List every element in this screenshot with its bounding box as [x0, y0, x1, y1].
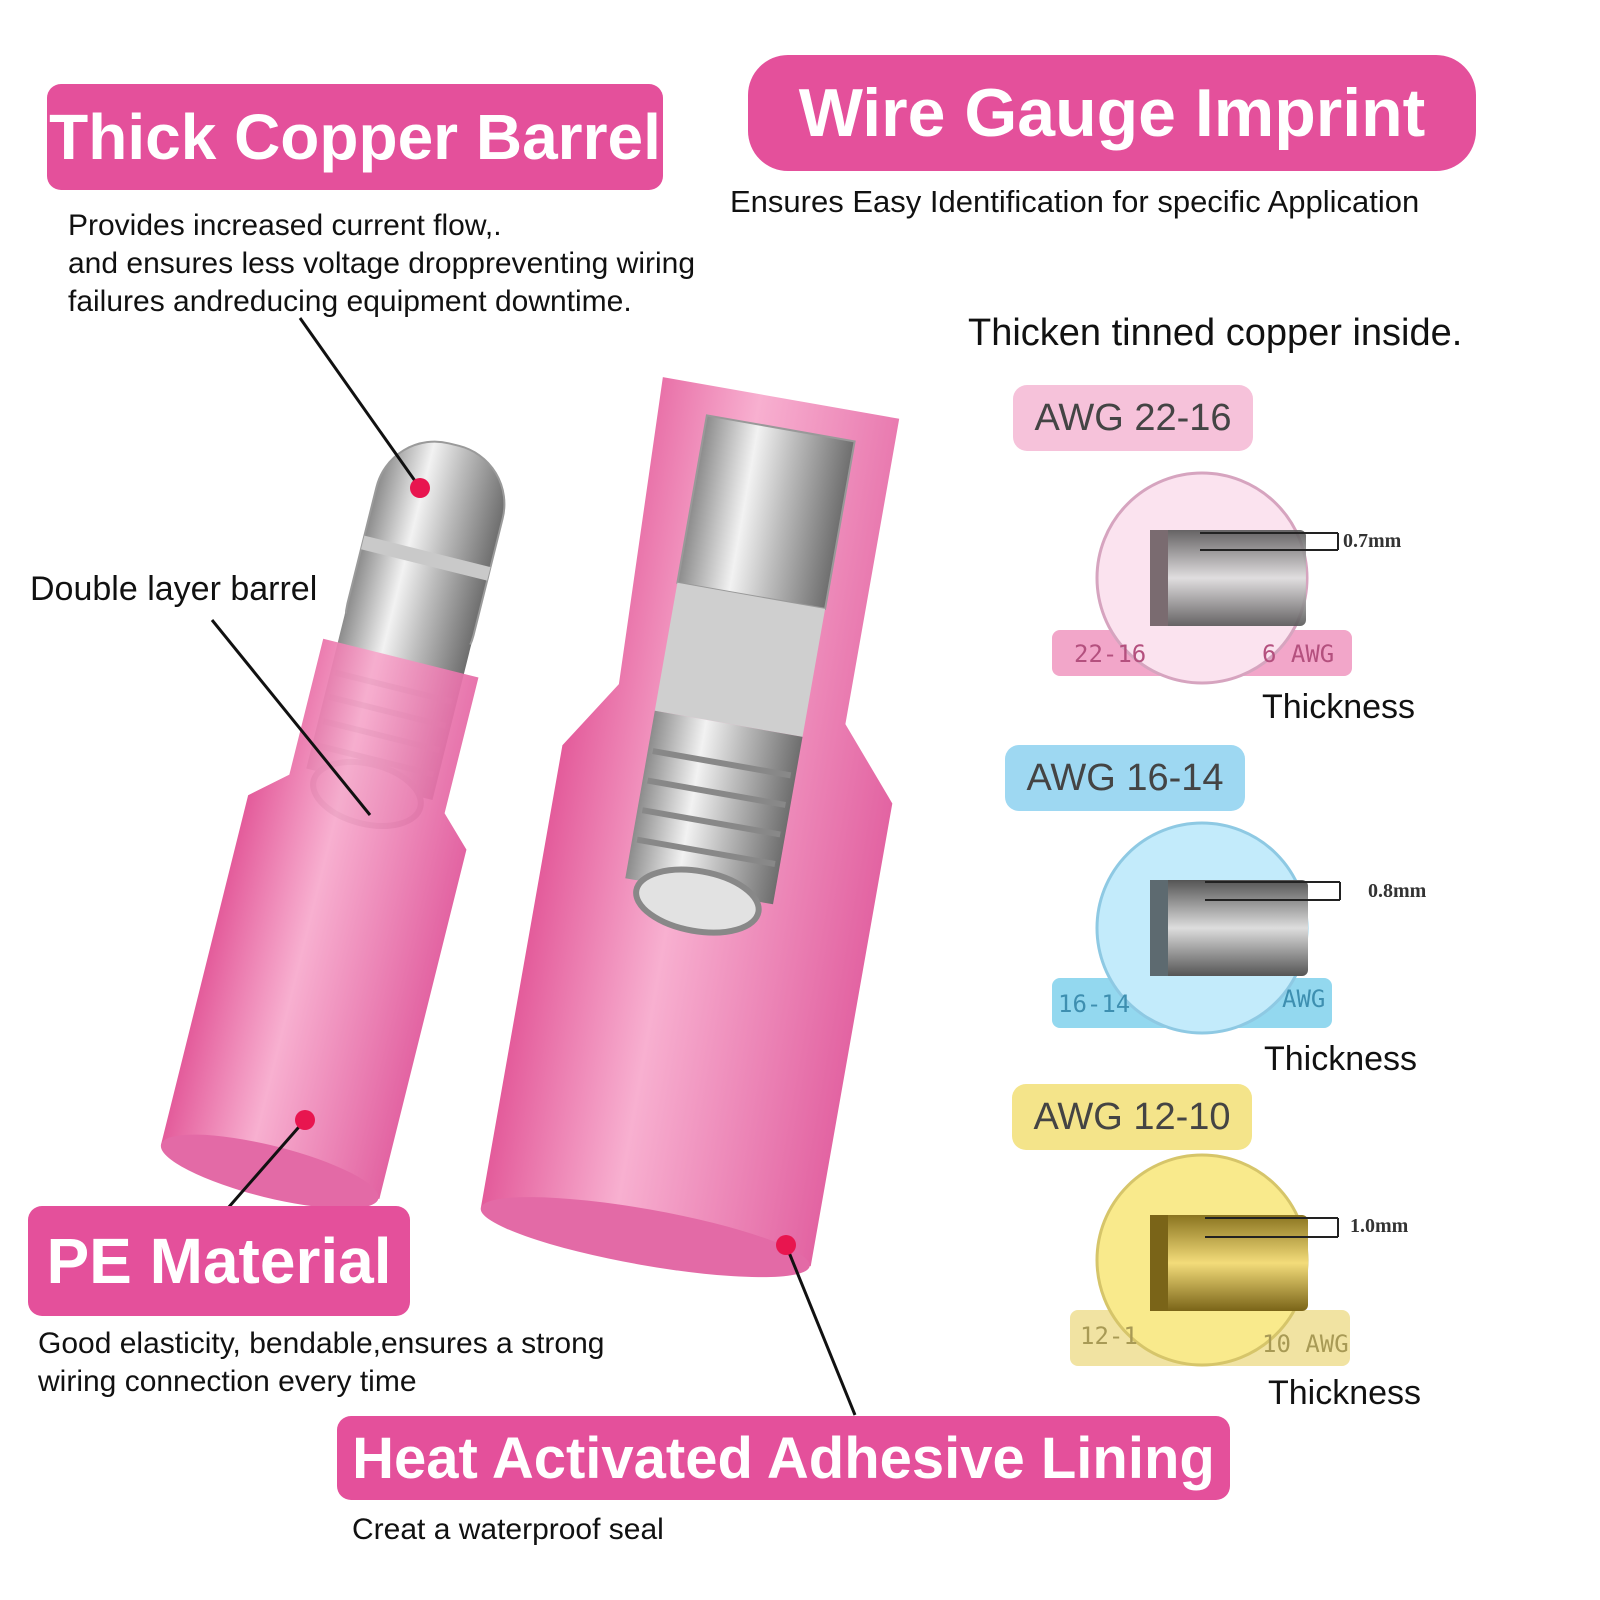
pe-material-desc-line: wiring connection every time — [38, 1365, 417, 1398]
thickness-caption-22-16: Thickness — [1262, 688, 1416, 726]
thickness-markers — [1200, 532, 1341, 1238]
double-layer-label: Double layer barrel — [30, 570, 318, 608]
imprint-desc: Ensures Easy Identification for specific… — [730, 184, 1420, 219]
pe-material-title: PE Material — [28, 1206, 410, 1316]
gauge-magnifier-16-14 — [1052, 821, 1332, 1035]
copper-barrel-title: Thick Copper Barrel — [47, 84, 663, 190]
copper-barrel-desc: Provides increased current flow,. and en… — [68, 207, 695, 321]
copper-barrel-desc-line: Provides increased current flow,. — [68, 209, 502, 242]
female-bullet-terminal — [480, 377, 900, 1278]
pe-material-desc: Good elasticity, bendable,ensures a stro… — [38, 1325, 604, 1401]
imprint-16-14-right: AWG — [1282, 985, 1326, 1013]
thickness-caption-16-14: Thickness — [1264, 1040, 1418, 1078]
adhesive-title: Heat Activated Adhesive Lining — [337, 1416, 1230, 1500]
thickness-value-16-14: 0.8mm — [1368, 880, 1427, 902]
copper-barrel-desc-line: failures andreducing equipment downtime. — [68, 285, 632, 318]
adhesive-desc: Creat a waterproof seal — [352, 1513, 664, 1546]
thickness-value-12-10: 1.0mm — [1350, 1215, 1409, 1237]
male-bullet-terminal — [160, 440, 506, 1209]
imprint-22-16-left: 22-16 — [1074, 640, 1147, 668]
copper-barrel-desc-line: and ensures less voltage droppreventing … — [68, 247, 696, 280]
awg-16-14-badge: AWG 16-14 — [1005, 745, 1245, 811]
imprint-12-10-left: 12-1 — [1080, 1322, 1138, 1350]
awg-22-16-badge: AWG 22-16 — [1013, 385, 1253, 451]
pe-material-desc-line: Good elasticity, bendable,ensures a stro… — [38, 1327, 605, 1360]
imprint-16-14-left: 16-14 — [1058, 990, 1131, 1018]
thickness-value-22-16: 0.7mm — [1343, 530, 1402, 552]
callout-lines — [210, 317, 857, 1416]
thickness-caption-12-10: Thickness — [1268, 1374, 1422, 1412]
imprint-12-10-right: 10 AWG — [1262, 1330, 1349, 1358]
awg-12-10-badge: AWG 12-10 — [1012, 1084, 1252, 1150]
gauge-magnifier-22-16 — [1052, 471, 1352, 685]
imprint-title: Wire Gauge Imprint — [748, 55, 1476, 171]
gauge-magnifier-12-10 — [1070, 1153, 1350, 1367]
callout-dots — [295, 478, 796, 1255]
imprint-22-16-right: 6 AWG — [1262, 640, 1335, 668]
copper-inside-heading: Thicken tinned copper inside. — [968, 312, 1463, 354]
